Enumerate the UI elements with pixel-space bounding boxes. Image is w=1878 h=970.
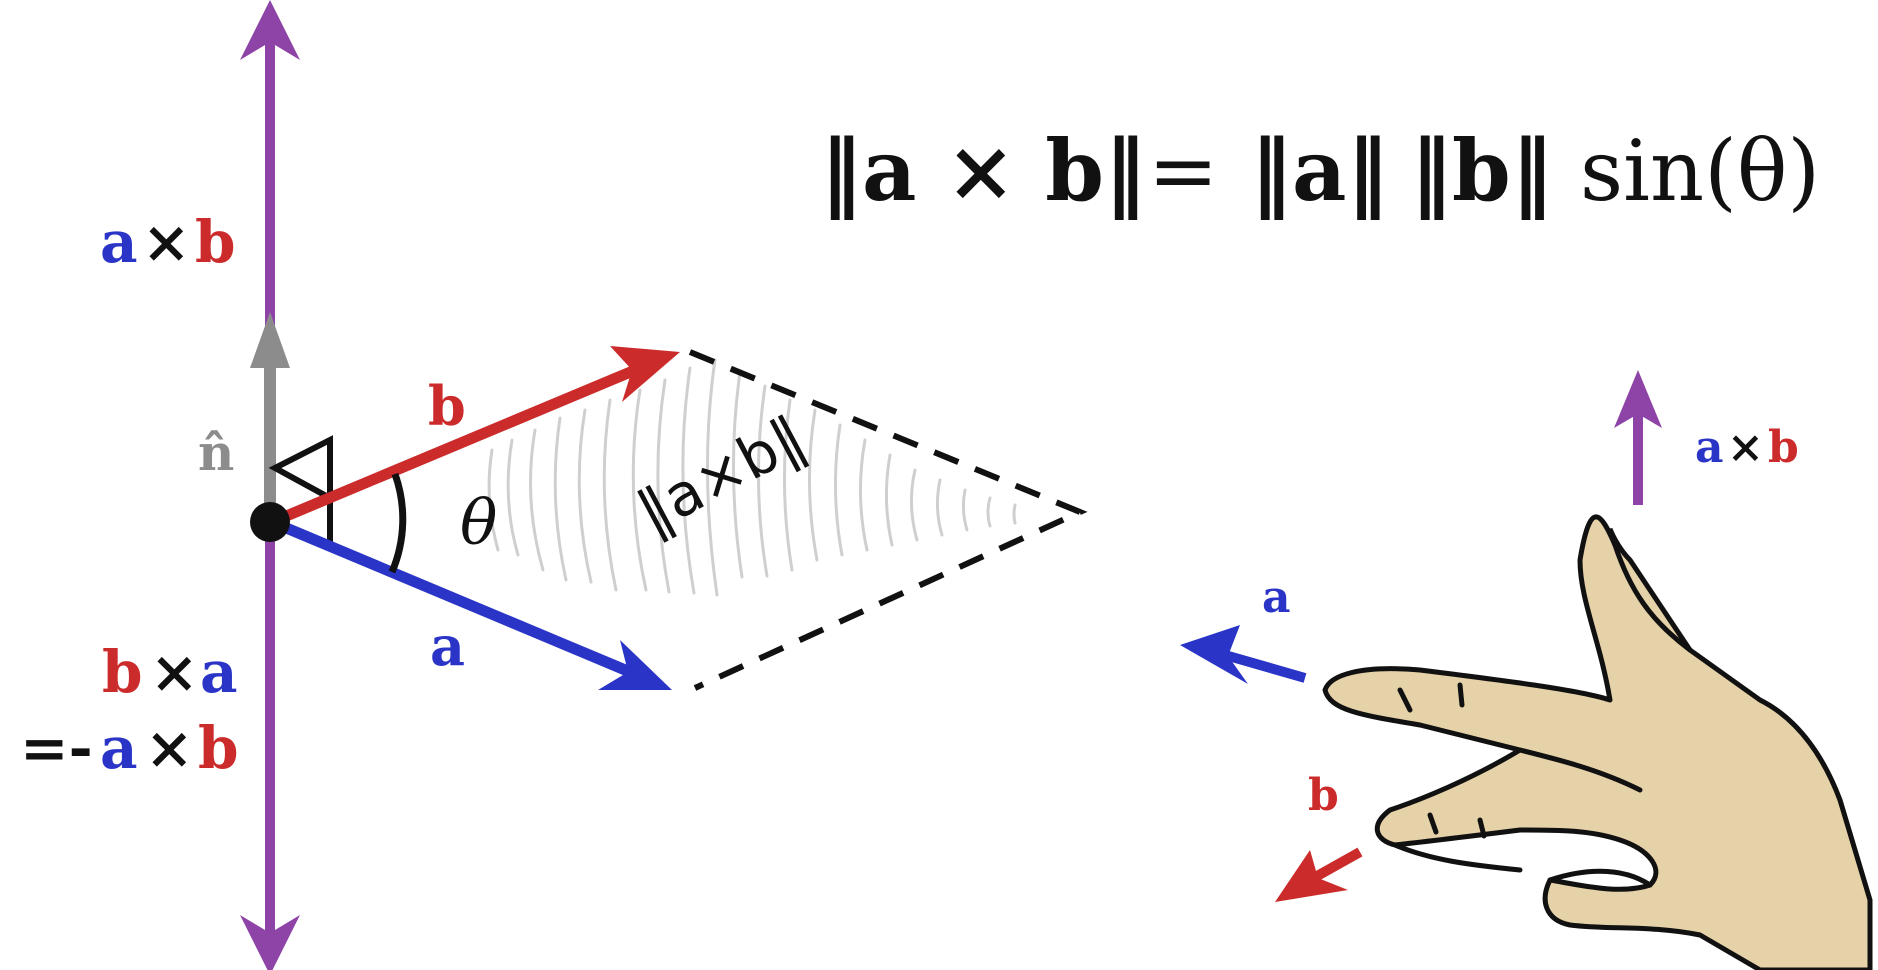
hand-axb-times: ×	[1727, 422, 1764, 473]
formula-equals: =	[1148, 122, 1218, 220]
label-a-cross-b: a × b	[100, 208, 236, 276]
vector-a: a	[269, 516, 672, 690]
origin-dot	[250, 502, 290, 542]
angle-arc	[388, 472, 407, 574]
axb-times: ×	[142, 208, 191, 276]
hand-axb-a: a	[1695, 422, 1724, 473]
hand-a-label: a	[1262, 572, 1291, 623]
vector-b-label: b	[428, 374, 466, 438]
right-hand-icon	[1322, 514, 1873, 970]
hand-a-arrowhead-icon	[1180, 625, 1248, 684]
neg-prefix: =-	[20, 714, 93, 782]
hand-b-label: b	[1308, 770, 1339, 821]
formula-norm-a: ‖a‖	[1250, 121, 1388, 221]
parallelogram-dashed-outline	[688, 349, 1088, 691]
label-negative-a-cross-b: =- a × b	[20, 714, 239, 782]
formula: ‖a × b‖ = ‖a‖ ‖b‖ sin(θ)	[820, 121, 1820, 221]
area-hatching	[487, 358, 1017, 597]
axb-b: b	[195, 208, 236, 276]
right-hand-rule: a × b a b	[1180, 370, 1873, 970]
vector-a-label: a	[430, 614, 465, 678]
formula-sine: sin(θ)	[1580, 122, 1820, 220]
hand-axb-arrowhead-icon	[1614, 370, 1662, 428]
axb-a: a	[100, 208, 138, 276]
neg-a: a	[100, 714, 138, 782]
hand-axb-b: b	[1768, 422, 1799, 473]
vector-a-arrowhead-icon	[598, 640, 672, 690]
hand-a-arrow	[1223, 650, 1307, 683]
parallelogram-area: ‖a×b‖	[487, 349, 1088, 691]
normal-vector: n̂	[198, 312, 290, 520]
theta-label: θ	[460, 486, 497, 559]
vector-b: b	[269, 346, 680, 528]
bxa-a: a	[200, 638, 238, 706]
hand-b-arrowhead-icon	[1275, 850, 1348, 902]
bxa-b: b	[102, 638, 143, 706]
neg-times: ×	[145, 714, 194, 782]
vector-b-arrowhead-icon	[610, 346, 680, 402]
label-b-cross-a: b × a	[102, 638, 238, 706]
hand-b-arrow	[1307, 847, 1363, 885]
normal-label: n̂	[198, 423, 234, 482]
hand-label-axb: a × b	[1695, 422, 1799, 473]
formula-norm-b: ‖b‖	[1410, 121, 1553, 221]
formula-lhs: ‖a × b‖	[820, 121, 1146, 221]
bxa-times: ×	[150, 638, 199, 706]
normal-arrowhead-icon	[250, 312, 290, 368]
neg-b: b	[198, 714, 239, 782]
